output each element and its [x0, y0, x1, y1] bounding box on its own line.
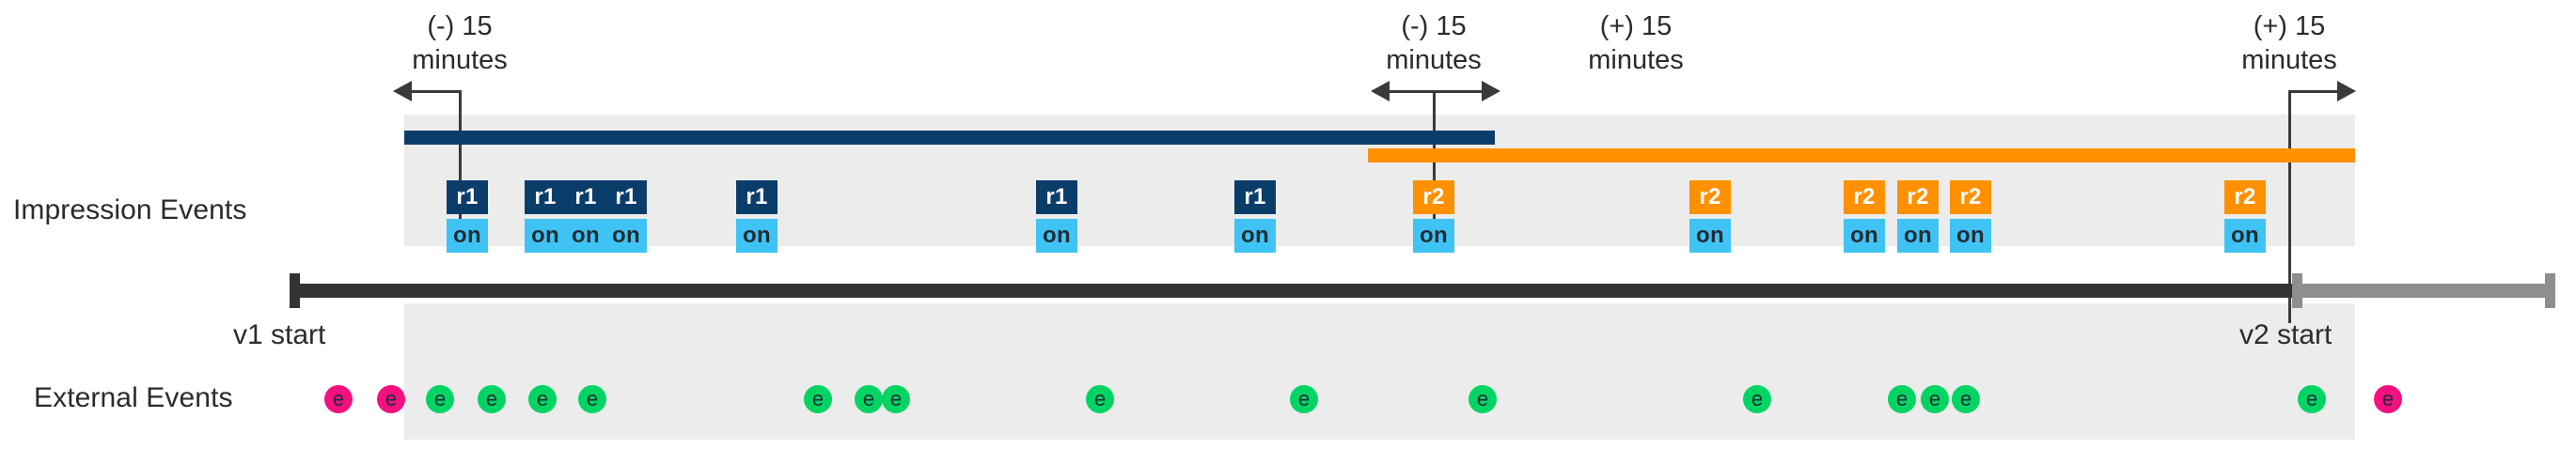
external-event-dot-in: e: [578, 385, 606, 413]
impression-chip-r2: r2: [1950, 180, 1991, 214]
external-event-dot-out: e: [324, 385, 353, 413]
callout-mid-minus-15: (-) 15 minutes: [1302, 9, 1565, 77]
impression-chip-r1: r1: [565, 180, 606, 214]
callout-mid-minus-15-line1: (-) 15: [1401, 11, 1467, 41]
v1-axis-line: [290, 284, 2292, 298]
v2-axis-line: [2292, 284, 2555, 298]
impression-chip-on: on: [1036, 219, 1077, 253]
external-event-dot-in: e: [1743, 385, 1771, 413]
callout-mid-arrow-head-left-icon: [1371, 81, 1390, 101]
impression-chip-r1: r1: [1234, 180, 1276, 214]
impression-chip-on: on: [2224, 219, 2266, 253]
callout-mid-arrow-shaft: [1390, 90, 1482, 93]
callout-right-arrow-shaft: [2288, 90, 2337, 93]
impression-chip-on: on: [736, 219, 778, 253]
impression-chip-r1: r1: [525, 180, 566, 214]
external-event-dot-in: e: [1086, 385, 1114, 413]
impression-chip-r1: r1: [605, 180, 647, 214]
impression-chip-r2: r2: [1413, 180, 1454, 214]
impression-chip-r1: r1: [1036, 180, 1077, 214]
v2-start-label: v2 start: [2239, 319, 2333, 350]
external-event-dot-in: e: [478, 385, 506, 413]
impression-chip-r2: r2: [1689, 180, 1731, 214]
external-event-dot-in: e: [855, 385, 883, 413]
callout-right-plus-15-line2: minutes: [2241, 45, 2337, 75]
impression-chip-on: on: [1897, 219, 1939, 253]
callout-mid-plus-15-line2: minutes: [1588, 45, 1684, 75]
callout-mid-plus-15-line1: (+) 15: [1599, 11, 1673, 41]
external-event-dot-in: e: [882, 385, 910, 413]
callout-mid-arrow-head-right-icon: [1482, 81, 1500, 101]
external-event-dot-in: e: [426, 385, 454, 413]
impression-chip-r2: r2: [1897, 180, 1939, 214]
impression-chip-on: on: [565, 219, 606, 253]
v2-axis-end-cap: [2545, 273, 2555, 308]
external-event-dot-out: e: [377, 385, 405, 413]
external-event-dot-in: e: [1290, 385, 1318, 413]
external-events-band: [404, 303, 2355, 440]
external-event-dot-in: e: [528, 385, 557, 413]
callout-left-arrow-head-icon: [393, 81, 412, 101]
impression-chip-on: on: [1844, 219, 1885, 253]
impression-events-label: Impression Events: [13, 194, 247, 225]
impression-chip-r2: r2: [2224, 180, 2266, 214]
v1-start-label: v1 start: [233, 319, 326, 350]
external-events-label: External Events: [34, 382, 233, 413]
impression-chip-on: on: [525, 219, 566, 253]
external-event-dot-out: e: [2374, 385, 2402, 413]
callout-right-arrow-head-icon: [2337, 81, 2356, 101]
impression-chip-r1: r1: [447, 180, 488, 214]
callout-left-minus-15-line1: (-) 15: [427, 11, 493, 41]
impression-chip-r1: r1: [736, 180, 778, 214]
callout-right-connector-line: [2288, 90, 2291, 323]
impression-chip-on: on: [1413, 219, 1454, 253]
impression-chip-r2: r2: [1844, 180, 1885, 214]
external-event-dot-in: e: [1921, 385, 1949, 413]
external-event-dot-in: e: [2298, 385, 2326, 413]
external-event-dot-in: e: [1469, 385, 1497, 413]
external-event-dot-in: e: [804, 385, 832, 413]
callout-mid-minus-15-line2: minutes: [1386, 45, 1482, 75]
impression-chip-on: on: [1950, 219, 1991, 253]
callout-left-arrow-shaft: [412, 90, 461, 93]
v1-range-bar: [404, 131, 1495, 145]
external-event-dot-in: e: [1888, 385, 1916, 413]
callout-mid-plus-15: (+) 15 minutes: [1504, 9, 1767, 77]
external-event-dot-in: e: [1952, 385, 1980, 413]
callout-left-connector-line: [459, 90, 462, 231]
impression-chip-on: on: [605, 219, 647, 253]
callout-right-plus-15: (+) 15 minutes: [2158, 9, 2421, 77]
impression-chip-on: on: [447, 219, 488, 253]
callout-left-minus-15: (-) 15 minutes: [328, 9, 591, 77]
impression-chip-on: on: [1689, 219, 1731, 253]
impression-chip-on: on: [1234, 219, 1276, 253]
callout-right-plus-15-line1: (+) 15: [2253, 11, 2326, 41]
v2-range-bar: [1368, 148, 2355, 162]
callout-left-minus-15-line2: minutes: [412, 45, 508, 75]
